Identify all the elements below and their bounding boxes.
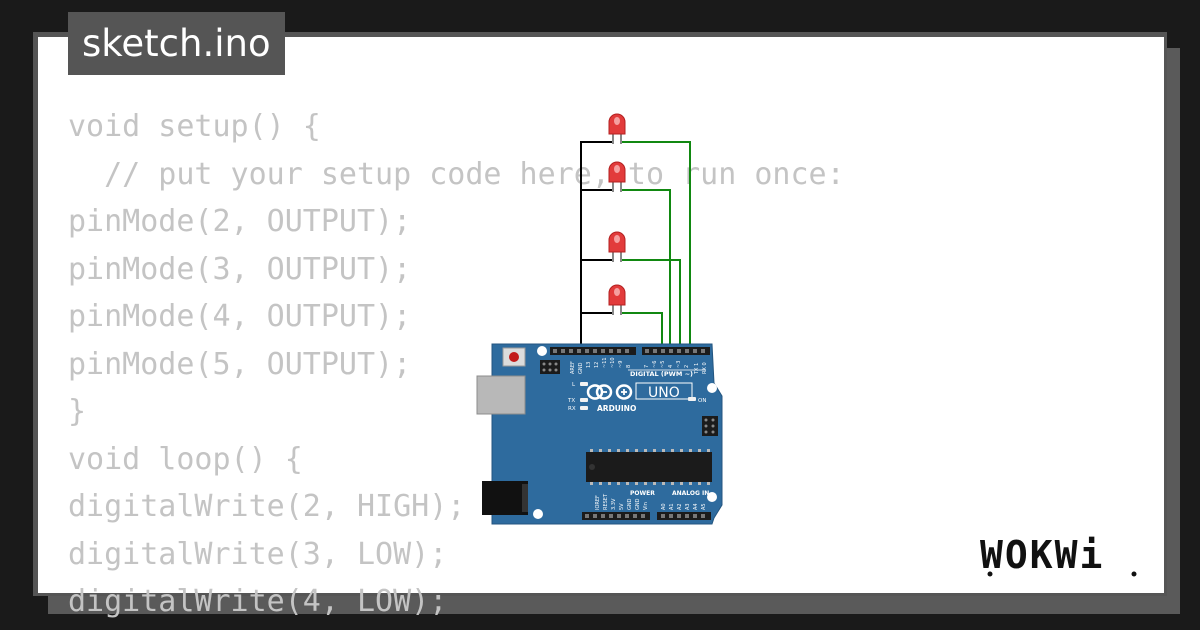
pin-label: RX 0 <box>702 362 708 374</box>
code-line: pinMode(4, OUTPUT); <box>68 299 412 334</box>
pin-label: AREF <box>570 361 576 374</box>
digital-header-right <box>642 347 710 355</box>
code-line: digitalWrite(2, HIGH); <box>68 489 466 524</box>
power-pin-label: 5V <box>619 503 625 510</box>
microcontroller-chip <box>586 452 712 482</box>
mounting-hole <box>533 509 543 519</box>
power-pin-label: RESET <box>603 493 609 510</box>
code-line: pinMode(3, OUTPUT); <box>68 251 412 287</box>
power-pin-label: 3.3V <box>611 498 617 510</box>
power-label: POWER <box>630 490 655 497</box>
logo-dot <box>1131 571 1137 577</box>
signal-wire-pin-2 <box>622 141 691 352</box>
arduino-uno-board[interactable]: AREF GND 13 12 ~11 ~10 ~9 8 7 ~6 ~5 4 ~3… <box>476 343 723 525</box>
signal-wires <box>622 141 691 352</box>
signal-wire-pin-4 <box>622 259 681 352</box>
signal-wire-pin-3 <box>622 189 671 352</box>
led[interactable] <box>608 284 626 315</box>
power-header <box>582 512 650 520</box>
wokwi-logo-text: WOKWi <box>980 533 1104 577</box>
mounting-hole <box>537 346 547 356</box>
board-model-label: UNO <box>648 385 680 401</box>
analog-pin-label: A3 <box>685 503 691 510</box>
power-jack <box>482 481 528 515</box>
arduino-logo <box>586 384 633 400</box>
led[interactable] <box>608 113 626 144</box>
led-label: RX <box>568 406 576 412</box>
logo-dot <box>987 571 993 577</box>
sketch-title: sketch.ino <box>68 12 285 75</box>
code-line: // put your setup code here, to run once… <box>68 156 845 192</box>
led-label: L <box>572 382 576 388</box>
power-pin-label: IOREF <box>595 495 601 510</box>
ground-wires <box>580 141 612 352</box>
pin-label: ~11 <box>602 357 608 368</box>
pin-label: ~5 <box>660 361 666 368</box>
digital-label: DIGITAL (PWM ~) <box>630 370 693 378</box>
icsp-header <box>540 360 560 374</box>
pin-label: 4 <box>668 365 674 368</box>
pin-label: 12 <box>594 362 600 368</box>
pin-label: ~6 <box>652 361 658 368</box>
power-pin-label: Vin <box>643 502 649 510</box>
code-line: pinMode(5, OUTPUT); <box>68 346 412 382</box>
code-line: void setup() { <box>68 109 321 144</box>
power-pin-label: GND <box>627 498 633 510</box>
power-pin-label: GND <box>635 498 641 510</box>
on-label: ON <box>698 398 706 404</box>
pin-label: ~10 <box>610 357 616 368</box>
mounting-hole <box>707 492 717 502</box>
pin-label: GND <box>578 362 584 374</box>
code-line: pinMode(2, OUTPUT); <box>68 204 412 239</box>
analog-pin-label: A2 <box>677 503 683 510</box>
pin-label: ~3 <box>676 361 682 368</box>
led[interactable] <box>608 231 626 262</box>
pin-label: 2 <box>684 365 690 368</box>
code-line: digitalWrite(4, LOW); <box>68 584 448 619</box>
code-line: digitalWrite(3, LOW); <box>68 536 448 572</box>
code-preview: void setup() { // put your setup code he… <box>68 103 845 626</box>
analog-pin-label: A0 <box>661 503 667 510</box>
led-label: TX <box>567 398 575 404</box>
analog-header <box>657 512 711 520</box>
analog-pin-label: A4 <box>693 503 699 510</box>
signal-wire-pin-5 <box>622 312 663 352</box>
code-line: } <box>68 394 87 429</box>
analog-label: ANALOG IN <box>672 490 709 497</box>
code-line: void loop() { <box>68 441 303 477</box>
pin-label: ~9 <box>618 361 624 368</box>
analog-pin-label: A1 <box>669 503 675 510</box>
pin-label: 13 <box>586 362 592 368</box>
board-brand-label: ARDUINO <box>597 404 636 413</box>
ground-bus-wire <box>580 141 612 352</box>
mounting-hole <box>707 383 717 393</box>
led[interactable] <box>608 161 626 192</box>
pin-label: 7 <box>644 365 650 368</box>
pin-label: TX 1 <box>694 363 700 375</box>
analog-pin-label: A5 <box>701 503 707 510</box>
pin-label: 8 <box>626 365 632 368</box>
wokwi-logo: WOKWi <box>980 533 1137 577</box>
usb-connector <box>476 375 526 415</box>
